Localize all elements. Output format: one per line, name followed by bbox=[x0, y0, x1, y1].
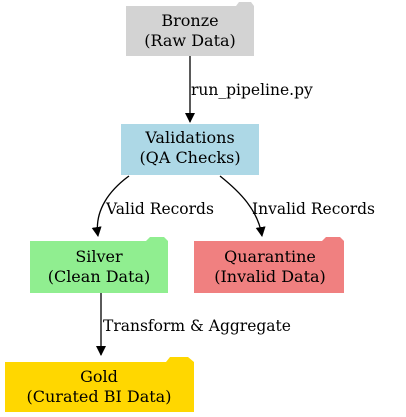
edge-label-run-pipeline: run_pipeline.py bbox=[191, 81, 313, 99]
edge-label-invalid-records: Invalid Records bbox=[252, 200, 375, 218]
silver-folder-shape bbox=[30, 237, 168, 293]
edge-validations-quarantine bbox=[219, 175, 266, 237]
edge-validations-silver bbox=[91, 175, 130, 237]
node-bronze[interactable]: Bronze (Raw Data) bbox=[126, 2, 254, 56]
node-quarantine[interactable]: Quarantine (Invalid Data) bbox=[194, 237, 344, 293]
edge-label-transform-aggregate: Transform & Aggregate bbox=[103, 317, 291, 335]
validations-box bbox=[121, 124, 259, 175]
validations-title: Validations bbox=[144, 128, 234, 147]
gold-folder-shape bbox=[5, 357, 194, 412]
node-silver[interactable]: Silver (Clean Data) bbox=[30, 237, 168, 293]
silver-title: Silver bbox=[75, 247, 123, 266]
gold-title: Gold bbox=[80, 367, 118, 386]
quarantine-subtitle: (Invalid Data) bbox=[214, 267, 326, 286]
silver-subtitle: (Clean Data) bbox=[48, 267, 151, 286]
node-validations[interactable]: Validations (QA Checks) bbox=[121, 124, 259, 175]
quarantine-folder-shape bbox=[194, 237, 344, 293]
validations-subtitle: (QA Checks) bbox=[139, 148, 240, 167]
node-gold[interactable]: Gold (Curated BI Data) bbox=[5, 357, 194, 412]
bronze-folder-shape bbox=[126, 2, 254, 56]
quarantine-title: Quarantine bbox=[224, 247, 316, 266]
edge-label-valid-records: Valid Records bbox=[105, 200, 214, 218]
bronze-subtitle: (Raw Data) bbox=[144, 31, 236, 50]
gold-subtitle: (Curated BI Data) bbox=[27, 387, 172, 406]
bronze-title: Bronze bbox=[161, 11, 218, 30]
